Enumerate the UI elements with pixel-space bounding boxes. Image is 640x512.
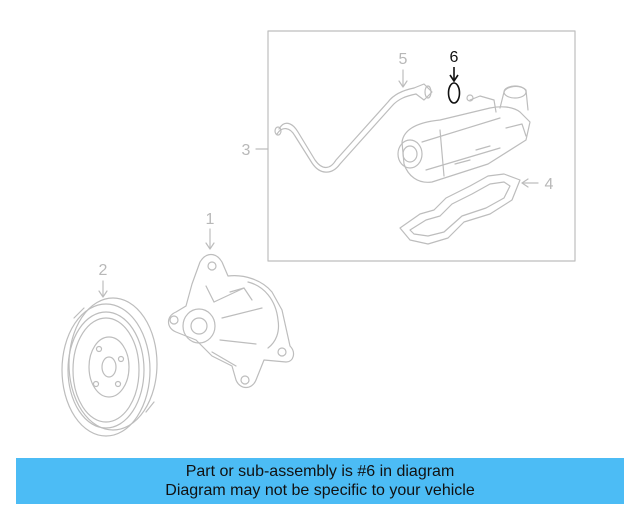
water-pump-part-1 — [167, 253, 295, 389]
callout-6: 6 — [450, 49, 459, 66]
info-banner: Part or sub-assembly is #6 in diagram Di… — [16, 458, 624, 504]
callout-5: 5 — [399, 51, 408, 68]
callout-3: 3 — [242, 142, 251, 159]
callout-1: 1 — [206, 211, 215, 228]
o-ring-part-6 — [447, 82, 461, 104]
banner-line-1: Part or sub-assembly is #6 in diagram — [185, 463, 455, 480]
cooler-assembly-part-3 — [397, 85, 531, 183]
callout-4: 4 — [545, 176, 554, 193]
gasket-part-4 — [399, 173, 521, 245]
inset-box — [267, 30, 576, 262]
pulley-part-2 — [61, 297, 158, 437]
hose-part-5 — [274, 83, 433, 173]
banner-line-2: Diagram may not be specific to your vehi… — [165, 482, 475, 499]
parts-diagram: 1 2 3 4 5 6 — [61, 30, 576, 437]
callout-2: 2 — [99, 262, 108, 279]
